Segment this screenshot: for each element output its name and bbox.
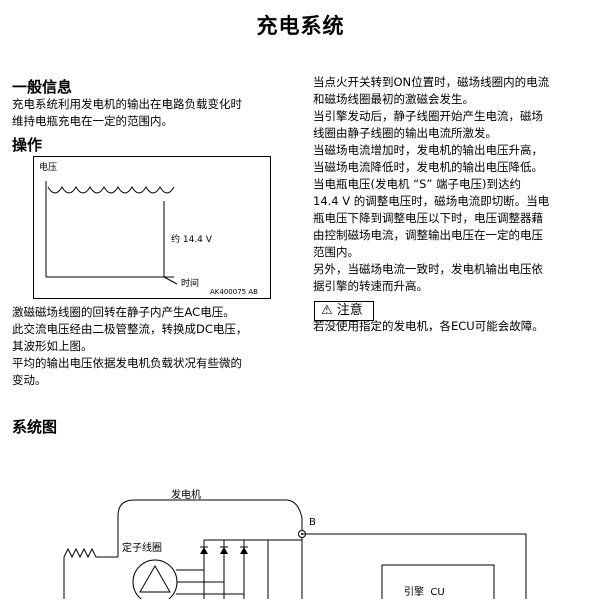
system-diagram-heading: 系统图 <box>12 418 58 436</box>
stator-label: 定子线圈 <box>122 543 162 554</box>
y-axis-label: 电压 <box>39 163 58 173</box>
generator-outline <box>117 499 303 530</box>
operation-text: 激磁磁场线圈的回转在静子内产生AC电压。 此交流电压经由二极管整流，转换成DC电… <box>12 304 247 389</box>
operation-line: 此交流电压经由二极管整流，转换成DC电压， <box>12 322 248 336</box>
operation-line: 变动。 <box>12 373 47 387</box>
operation-line: 平均的输出电压依据发电机负载状况有些微的 <box>12 356 242 370</box>
diode-3 <box>240 547 248 554</box>
system-diagram: 发电机 定子线圈 B 引擎 CU <box>0 470 601 603</box>
voltage-label: 约 14.4 V <box>171 235 212 245</box>
right-line: 当点火开关转到ON位置时，磁场线圈内的电流 <box>313 75 550 89</box>
caution-box: ⚠ 注意 <box>314 299 374 321</box>
time-leader <box>163 276 178 285</box>
diode-1 <box>200 547 208 554</box>
page-title: 充电系统 <box>256 14 345 38</box>
right-line: 由控制磁场电流，调整输出电压在一定的电压 <box>313 228 543 242</box>
general-text: 充电系统利用发电机的输出在电路负载变化时 维持电瓶充电在一定的范围内。 <box>12 96 242 130</box>
warning-triangle-icon: ⚠ <box>321 303 333 318</box>
right-line: 和磁场线圈最初的激磁会发生。 <box>313 92 474 106</box>
operation-line: 其波形如上图。 <box>12 339 93 353</box>
right-line: 当磁场电流增加时，发电机的输出电压升高， <box>313 143 543 157</box>
ripple-waveform <box>47 186 175 194</box>
operation-line: 激磁磁场线圈的回转在静子内产生AC电压。 <box>12 305 235 319</box>
right-line: 当电瓶电压(发电机 “S” 端子电压)到达约 <box>313 177 521 191</box>
operation-heading: 操作 <box>12 136 43 154</box>
right-line: 范围内。 <box>313 245 359 259</box>
general-heading: 一般信息 <box>12 78 73 96</box>
waveform-chart <box>45 181 178 285</box>
general-line: 充电系统利用发电机的输出在电路负载变化时 <box>12 97 242 111</box>
right-line: 线圈由静子线圈的输出电流所激发。 <box>313 126 497 140</box>
diode-2 <box>220 547 228 554</box>
figure-id: AK400075 AB <box>210 288 258 296</box>
right-line: 瓶电压下降到调整电压以下时，电压调整器藉 <box>313 211 543 225</box>
wiring-diagram <box>63 499 527 603</box>
stator-winding <box>139 564 171 593</box>
right-line: 据引擎的转速而升高。 <box>313 279 428 293</box>
caution-badge: ⚠ 注意 <box>314 301 374 321</box>
ecu-label: 引擎 CU <box>404 587 445 598</box>
generator-label: 发电机 <box>171 490 201 501</box>
x-axis-label: 时间 <box>181 279 200 289</box>
terminal-b-label: B <box>309 517 316 528</box>
general-line: 维持电瓶充电在一定的范围内。 <box>12 114 173 128</box>
right-line: 当引擎发动后，静子线圈开始产生电流，磁场 <box>313 109 543 123</box>
right-line: 当磁场电流降低时，发电机的输出电压降低。 <box>313 160 543 174</box>
right-line: 另外，当磁场电流一致时，发电机输出电压依 <box>313 262 543 276</box>
caution-label: 注意 <box>336 303 363 318</box>
waveform-figure: 电压 约 14.4 V 时间 AK400075 AB <box>33 156 271 299</box>
field-coil <box>63 547 97 559</box>
right-column-text: 当点火开关转到ON位置时，磁场线圈内的电流 和磁场线圈最初的激磁会发生。 当引擎… <box>313 74 549 295</box>
right-line: 14.4 V 的调整电压时，磁场电流即切断。当电 <box>313 194 550 208</box>
caution-text: 若没使用指定的发电机，各ECU可能会故障。 <box>313 319 544 333</box>
